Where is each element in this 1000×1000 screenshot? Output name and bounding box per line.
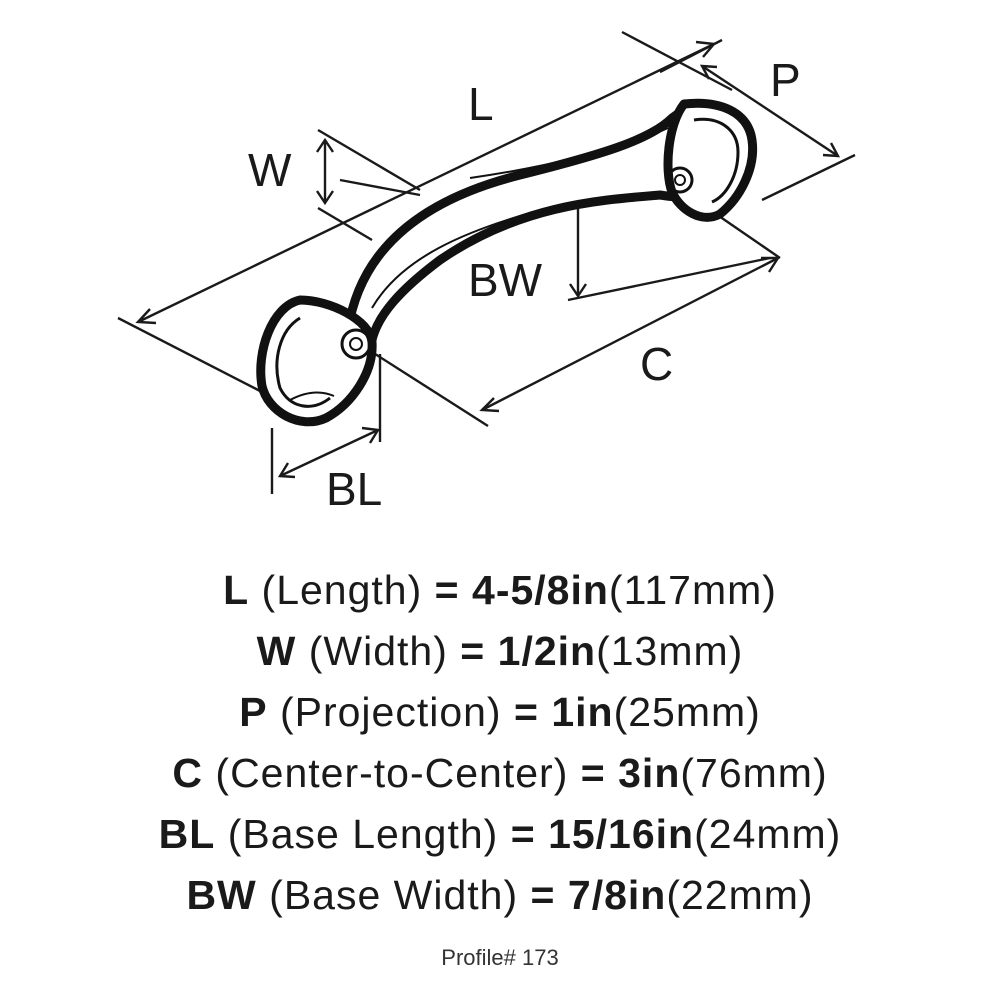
profile-number: Profile# 173 xyxy=(441,945,559,970)
spec-equals: = xyxy=(580,750,606,796)
spec-metric: (117mm) xyxy=(608,567,777,613)
spec-imperial: 3in xyxy=(618,750,681,796)
label-L: L xyxy=(468,78,494,130)
dimension-specs: L (Length) = 4-5/8in(117mm) W (Width) = … xyxy=(0,560,1000,926)
spec-base-length: BL (Base Length) = 15/16in(24mm) xyxy=(0,804,1000,865)
spec-name: (Width) xyxy=(308,628,448,674)
spec-code: P xyxy=(239,689,268,735)
label-BL: BL xyxy=(326,463,382,515)
spec-imperial: 7/8in xyxy=(567,872,667,918)
base-length-dimension xyxy=(270,354,382,494)
spec-name: (Center-to-Center) xyxy=(215,750,569,796)
label-BW: BW xyxy=(468,254,543,306)
spec-code: BW xyxy=(186,872,257,918)
handle-dimension-diagram: L W P BW C BL xyxy=(117,30,856,515)
label-W: W xyxy=(248,144,292,196)
center-to-center-dimension xyxy=(371,213,781,428)
spec-length: L (Length) = 4-5/8in(117mm) xyxy=(0,560,1000,621)
spec-equals: = xyxy=(513,689,539,735)
spec-metric: (22mm) xyxy=(666,872,814,918)
spec-imperial: 4-5/8in xyxy=(472,567,609,613)
label-C: C xyxy=(640,338,673,390)
cabinet-pull-handle xyxy=(256,98,758,427)
spec-imperial: 1in xyxy=(551,689,614,735)
spec-metric: (13mm) xyxy=(596,628,744,674)
spec-metric: (76mm) xyxy=(680,750,828,796)
projection-dimension xyxy=(659,38,856,202)
spec-center-to-center: C (Center-to-Center) = 3in(76mm) xyxy=(0,743,1000,804)
spec-metric: (24mm) xyxy=(694,811,842,857)
spec-projection: P (Projection) = 1in(25mm) xyxy=(0,682,1000,743)
spec-imperial: 1/2in xyxy=(497,628,597,674)
spec-equals: = xyxy=(510,811,536,857)
spec-name: (Base Length) xyxy=(227,811,499,857)
label-P: P xyxy=(770,54,801,106)
spec-code: BL xyxy=(158,811,216,857)
spec-code: C xyxy=(172,750,204,796)
spec-width: W (Width) = 1/2in(13mm) xyxy=(0,621,1000,682)
spec-name: (Base Width) xyxy=(269,872,519,918)
spec-equals: = xyxy=(530,872,556,918)
spec-metric: (25mm) xyxy=(613,689,761,735)
spec-equals: = xyxy=(434,567,460,613)
spec-imperial: 15/16in xyxy=(548,811,695,857)
spec-code: W xyxy=(256,628,297,674)
width-dimension xyxy=(316,128,421,242)
spec-name: (Projection) xyxy=(279,689,502,735)
spec-name: (Length) xyxy=(261,567,423,613)
spec-code: L xyxy=(223,567,250,613)
spec-base-width: BW (Base Width) = 7/8in(22mm) xyxy=(0,865,1000,926)
spec-equals: = xyxy=(460,628,486,674)
